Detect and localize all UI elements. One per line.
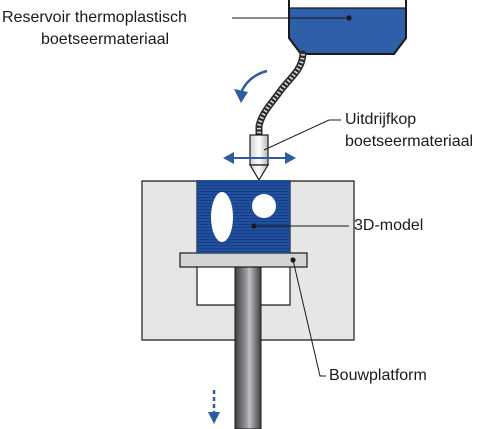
nozzle bbox=[248, 134, 270, 184]
leader-lines bbox=[232, 17, 349, 377]
feed-tube bbox=[255, 50, 307, 140]
double-arrow-icon bbox=[223, 152, 296, 164]
reservoir-label-line2: boetseermateriaal bbox=[41, 31, 170, 48]
reservoir-label-line1: Reservoir thermoplastisch bbox=[2, 9, 187, 26]
curved-arrow-head bbox=[234, 89, 248, 103]
model-label: 3D-model bbox=[354, 217, 424, 234]
build-platform bbox=[179, 252, 308, 268]
nozzle-leader-line bbox=[263, 119, 341, 151]
nozzle-label-line1: Uitdrijfkop bbox=[345, 111, 417, 128]
platform-leader-line bbox=[292, 259, 326, 377]
reservoir-outline bbox=[288, 0, 407, 55]
curved-arrow-icon bbox=[239, 69, 268, 94]
nozzle-label-line2: boetseermateriaal bbox=[345, 133, 474, 150]
reservoir bbox=[288, 0, 407, 55]
dashed-down-arrow-icon bbox=[208, 390, 220, 424]
reservoir-material bbox=[289, 8, 406, 54]
platform-shaft bbox=[234, 266, 262, 429]
platform-label: Bouwplatform bbox=[329, 367, 427, 384]
3d-model bbox=[197, 180, 290, 253]
